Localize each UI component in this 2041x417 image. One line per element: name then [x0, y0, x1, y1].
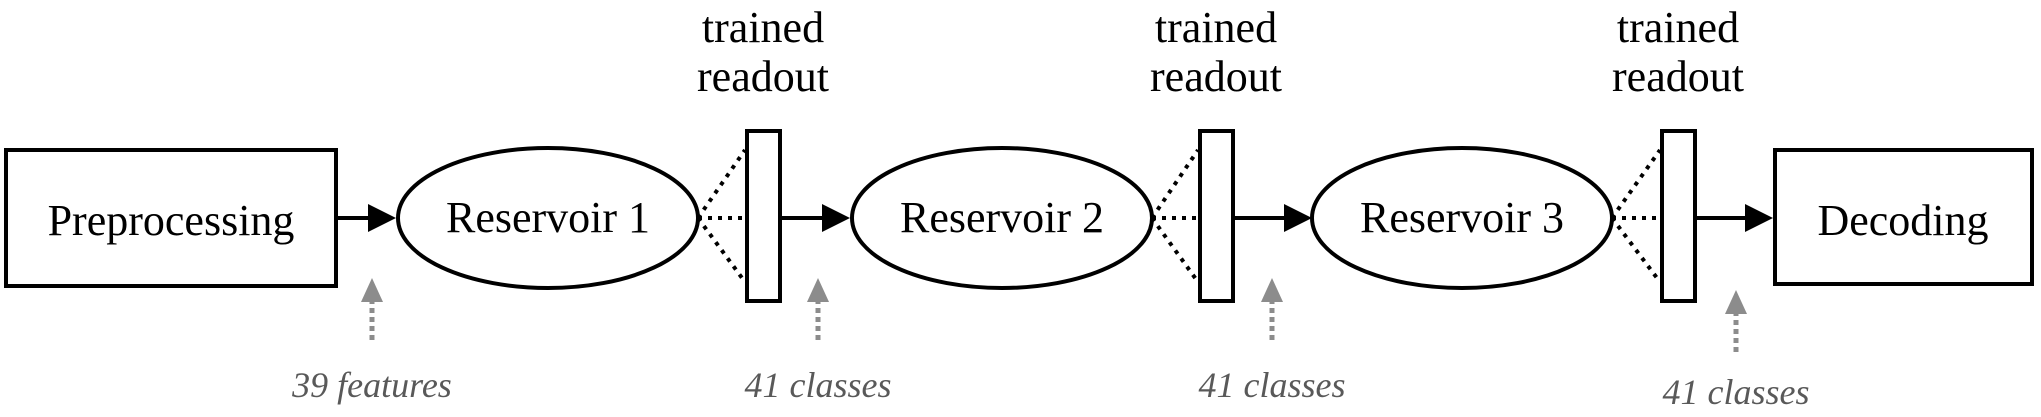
readout-3: trained readout [1610, 3, 1744, 303]
readout-2-label-line1: trained [1155, 3, 1277, 52]
readout-3-connection-top [1610, 148, 1662, 220]
annotation-1-label: 39 features [291, 365, 452, 405]
readout-3-bar [1660, 129, 1697, 303]
reservoir-1-node: Reservoir 1 [396, 146, 700, 290]
annotation-2: 41 classes [745, 278, 892, 405]
reservoir-3-label: Reservoir 3 [1360, 193, 1564, 242]
preprocessing-node: Preprocessing [4, 148, 338, 288]
arrow-readout2-to-res3 [1233, 204, 1312, 232]
preprocessing-box [4, 148, 338, 288]
readout-1-connection-top [696, 148, 747, 220]
arrow-pre-to-res1 [336, 204, 396, 232]
annotation-4-arrow-head [1725, 290, 1747, 314]
decoding-node: Decoding [1773, 148, 2034, 286]
readout-1-connection-bottom [696, 216, 747, 284]
annotation-1-arrow-head [361, 278, 383, 302]
annotation-3-label: 41 classes [1199, 365, 1346, 405]
annotation-3-arrow-head [1261, 278, 1283, 302]
decoding-label: Decoding [1817, 196, 1988, 245]
readout-1-label-line2: readout [697, 52, 829, 101]
reservoir-3-node: Reservoir 3 [1310, 146, 1614, 290]
arrow-readout3-to-decoding [1695, 204, 1773, 232]
decoding-box [1773, 148, 2034, 286]
readout-3-label-line1: trained [1617, 3, 1739, 52]
readout-1: trained readout [696, 3, 829, 303]
reservoir-2-node: Reservoir 2 [850, 146, 1154, 290]
annotation-4: 41 classes [1663, 290, 1810, 412]
annotation-3: 41 classes [1199, 278, 1346, 405]
annotation-2-label: 41 classes [745, 365, 892, 405]
reservoir-2-label: Reservoir 2 [900, 193, 1104, 242]
arrow-readout1-to-res2 [780, 204, 850, 232]
annotation-2-arrow-head [807, 278, 829, 302]
readout-2-connection-top [1150, 148, 1200, 220]
readout-2-connection-bottom [1150, 216, 1200, 284]
preprocessing-label: Preprocessing [48, 196, 295, 245]
annotation-1: 39 features [291, 278, 452, 405]
readout-3-connection-bottom [1610, 216, 1662, 284]
readout-1-label-line1: trained [702, 3, 824, 52]
readout-2-bar [1198, 129, 1235, 303]
readout-2-label-line2: readout [1150, 52, 1282, 101]
readout-3-label-line2: readout [1612, 52, 1744, 101]
reservoir-1-label: Reservoir 1 [446, 193, 650, 242]
annotation-4-label: 41 classes [1663, 372, 1810, 412]
readout-2: trained readout [1150, 3, 1282, 303]
readout-1-bar [745, 129, 782, 303]
